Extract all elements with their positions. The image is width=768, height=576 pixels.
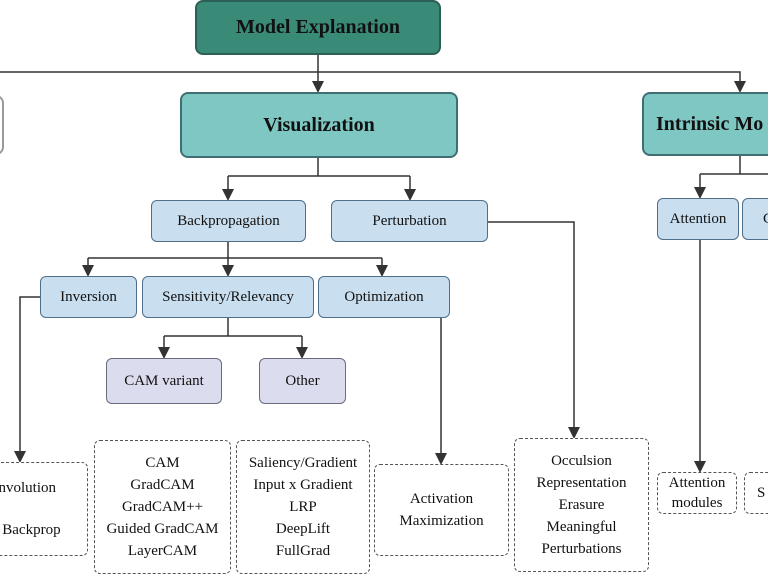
node-backpropagation: Backpropagation (151, 200, 306, 242)
leaf-item: Attention (668, 475, 726, 491)
node-intrinsic-partial: C (742, 198, 768, 240)
node-label: Optimization (344, 288, 424, 305)
leaf-item: Activation (409, 491, 474, 507)
node-label: CAM variant (124, 372, 204, 389)
leaf-intrinsic-partial: S (744, 472, 768, 514)
node-label: Backpropagation (177, 212, 280, 229)
node-other: Other (259, 358, 346, 404)
leaf-item: LayerCAM (127, 543, 198, 559)
node-partial-left (0, 95, 4, 155)
leaf-item: FullGrad (275, 543, 331, 559)
node-attention: Attention (657, 198, 739, 240)
node-label: Visualization (263, 113, 375, 136)
leaf-item: Perturbations (541, 541, 622, 557)
leaf-item: Input x Gradient (253, 477, 353, 493)
leaf-item: Guided GradCAM (106, 521, 219, 537)
leaf-item: CAM (145, 455, 180, 471)
leaf-item: Maximization (399, 513, 484, 529)
leaf-item: S (757, 485, 766, 501)
node-inversion: Inversion (40, 276, 137, 318)
node-label: Inversion (60, 288, 117, 305)
node-label: Intrinsic Mo (656, 112, 764, 135)
node-sensitivity-relevancy: Sensitivity/Relevancy (142, 276, 314, 318)
node-intrinsic-models: Intrinsic Mo (642, 92, 768, 156)
leaf-item: Saliency/Gradient (248, 455, 358, 471)
node-label: Sensitivity/Relevancy (162, 288, 294, 305)
leaf-activation-maximization: Activation Maximization (374, 464, 509, 556)
leaf-item: DeepLift (275, 521, 331, 537)
node-label: Model Explanation (236, 16, 400, 38)
leaf-attention-modules: Attention modules (657, 472, 737, 514)
node-perturbation: Perturbation (331, 200, 488, 242)
leaf-item: LRP (289, 499, 317, 515)
leaf-item: Erasure (558, 497, 605, 513)
leaf-perturbation-methods: Occulsion Representation Erasure Meaning… (514, 438, 649, 572)
leaf-item: GradCAM (130, 477, 195, 493)
leaf-other-methods: Saliency/Gradient Input x Gradient LRP D… (236, 440, 370, 574)
node-optimization: Optimization (318, 276, 450, 318)
node-label: C (763, 211, 768, 228)
leaf-item: Meaningful (546, 519, 617, 535)
leaf-inversion-methods: onvolution d Backprop (0, 462, 88, 556)
node-model-explanation: Model Explanation (195, 0, 441, 55)
node-label: Other (285, 372, 320, 389)
node-label: Perturbation (372, 212, 447, 229)
leaf-item: d Backprop (0, 522, 61, 538)
node-cam-variant: CAM variant (106, 358, 222, 404)
leaf-cam-methods: CAM GradCAM GradCAM++ Guided GradCAM Lay… (94, 440, 231, 574)
node-visualization: Visualization (180, 92, 458, 158)
leaf-item: onvolution (0, 480, 57, 496)
leaf-item: modules (671, 495, 723, 511)
node-label: Attention (669, 210, 727, 227)
leaf-item: GradCAM++ (121, 499, 204, 515)
leaf-item: Representation (536, 475, 627, 491)
leaf-item: Occulsion (551, 453, 612, 469)
